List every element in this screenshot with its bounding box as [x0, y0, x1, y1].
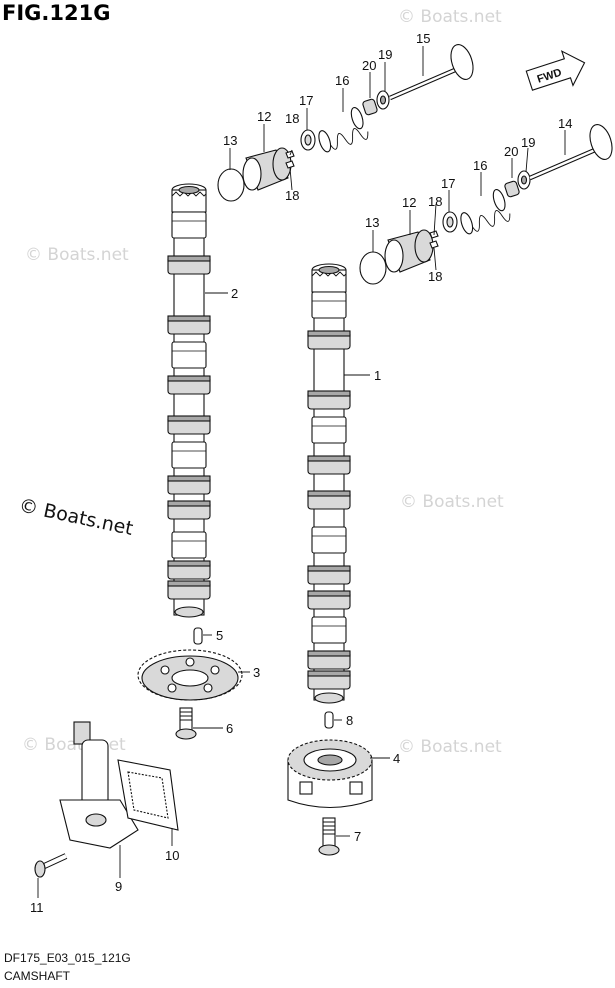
shim-13-lower [359, 251, 387, 285]
callout-12: 12 [257, 109, 271, 124]
callout-10: 10 [165, 848, 179, 863]
callout-14: 14 [558, 116, 572, 131]
callout-16: 16 [473, 158, 487, 173]
diagram-caption: CAMSHAFT [4, 969, 71, 983]
callout-8: 8 [346, 713, 353, 728]
fwd-arrow-icon: FWD [525, 50, 586, 91]
callout-18: 18 [428, 194, 442, 209]
callout-18: 18 [428, 269, 442, 284]
callout-17: 17 [299, 93, 313, 108]
callout-18: 18 [285, 111, 299, 126]
spring-16-upper [318, 106, 369, 153]
valve-train-lower [359, 124, 613, 285]
callout-2: 2 [231, 286, 238, 301]
camshaft-1 [307, 263, 351, 704]
spring-16-lower [460, 188, 511, 235]
bolt-7 [318, 817, 340, 856]
callout-3: 3 [253, 665, 260, 680]
valve-train-upper [217, 44, 474, 202]
watermark: © Boats.net [25, 245, 129, 265]
pin-5 [193, 627, 203, 645]
watermark: © Boats.net [398, 737, 502, 757]
callout-1: 1 [374, 368, 381, 383]
callout-13: 13 [223, 133, 237, 148]
leader-lines [37, 46, 566, 898]
callout-6: 6 [226, 721, 233, 736]
callout-4: 4 [393, 751, 400, 766]
watermark-prominent: © Boats.net [17, 494, 135, 540]
oil-control-valve-9 [59, 721, 139, 849]
callout-20: 20 [362, 58, 376, 73]
bolt-11 [34, 853, 68, 878]
watermark: © Boats.net [400, 492, 504, 512]
watermark: © Boats.net [398, 7, 502, 27]
callout-19: 19 [521, 135, 535, 150]
callout-5: 5 [216, 628, 223, 643]
gasket-10 [117, 759, 179, 831]
callout-13: 13 [365, 215, 379, 230]
callouts: 13 12 18 18 17 16 20 19 15 2 13 12 18 18… [30, 31, 572, 915]
pin-8 [324, 711, 334, 729]
callout-7: 7 [354, 829, 361, 844]
bolt-6 [175, 707, 197, 740]
callout-9: 9 [115, 879, 122, 894]
callout-20: 20 [504, 144, 518, 159]
callout-18: 18 [285, 188, 299, 203]
sprocket-3 [137, 649, 243, 701]
callout-16: 16 [335, 73, 349, 88]
camshaft-2 [167, 183, 211, 618]
callout-17: 17 [441, 176, 455, 191]
callout-11: 11 [30, 900, 44, 915]
vvt-actuator-4 [287, 739, 373, 809]
diagram-code: DF175_E03_015_121G [4, 951, 131, 965]
shim-13-upper [217, 168, 245, 202]
callout-19: 19 [378, 47, 392, 62]
figure-title: FIG.121G [2, 1, 110, 25]
callout-15: 15 [416, 31, 430, 46]
callout-12: 12 [402, 195, 416, 210]
